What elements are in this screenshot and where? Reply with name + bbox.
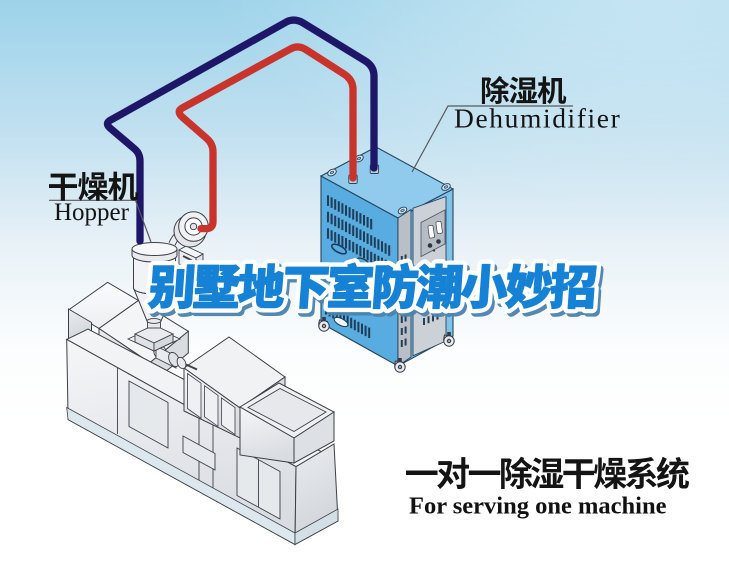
svg-text:Hopper: Hopper [54,199,130,226]
svg-text:Dehumidifier: Dehumidifier [454,103,621,134]
svg-text:For serving one machine: For serving one machine [409,493,667,520]
